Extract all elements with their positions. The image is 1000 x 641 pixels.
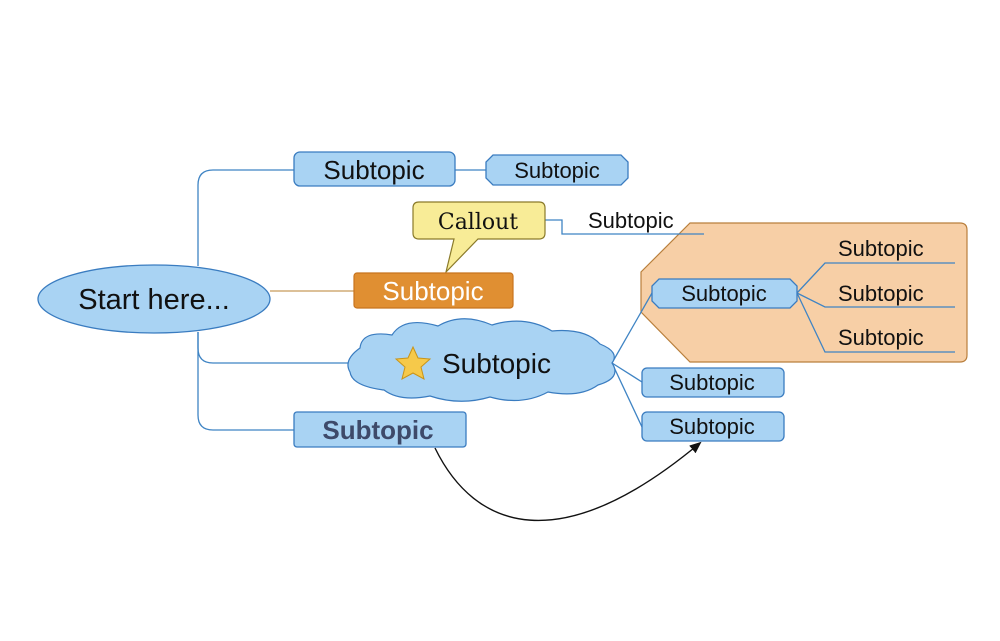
subtopic-top[interactable]: Subtopic <box>293 151 456 187</box>
connector-cloud-child-1 <box>611 292 653 364</box>
subtopic-boundary-label: Subtopic <box>681 281 767 306</box>
callout-label: Callout <box>438 210 518 235</box>
subtopic-top-child-label: Subtopic <box>514 158 600 183</box>
connector-cloud-child-3 <box>611 362 643 428</box>
subtopic-orange[interactable]: Subtopic <box>353 272 514 309</box>
subtopic-cloud-child-3[interactable]: Subtopic <box>641 411 785 442</box>
subtopic-top-label: Subtopic <box>323 155 424 185</box>
subtopic-cloud[interactable]: Subtopic <box>347 318 616 402</box>
subtopic-cloud-child-2[interactable]: Subtopic <box>641 367 785 398</box>
boundary-shape[interactable] <box>640 222 968 363</box>
subtopic-cloud-child-2-label: Subtopic <box>669 370 755 395</box>
connector-central-cloud <box>197 332 352 364</box>
subtopic-bottom[interactable]: Subtopic <box>293 411 467 448</box>
connector-central-bottom <box>197 332 294 431</box>
boundary-child-3-label[interactable]: Subtopic <box>838 325 924 350</box>
connector-boundary-child-3 <box>796 292 955 353</box>
central-topic[interactable]: Start here... <box>37 264 271 334</box>
star-icon <box>394 345 432 380</box>
relationship-arrow[interactable] <box>434 441 702 522</box>
connector-boundary-child-2 <box>796 292 955 308</box>
boundary-child-2-label[interactable]: Subtopic <box>838 281 924 306</box>
subtopic-top-child[interactable]: Subtopic <box>485 154 629 186</box>
connector-callout-child <box>545 219 704 235</box>
central-topic-label: Start here... <box>78 284 230 316</box>
connector-central-top <box>197 169 294 266</box>
boundary-child-1-label[interactable]: Subtopic <box>838 236 924 261</box>
subtopic-orange-label: Subtopic <box>382 276 483 306</box>
connector-boundary-child-1 <box>796 262 955 294</box>
subtopic-boundary[interactable]: Subtopic <box>651 278 798 309</box>
subtopic-bottom-label: Subtopic <box>322 415 433 445</box>
subtopic-cloud-child-3-label: Subtopic <box>669 414 755 439</box>
connector-cloud-child-2 <box>611 362 643 383</box>
callout-child-label[interactable]: Subtopic <box>588 208 674 233</box>
subtopic-cloud-label: Subtopic <box>442 348 551 379</box>
callout[interactable]: Callout <box>412 201 546 274</box>
